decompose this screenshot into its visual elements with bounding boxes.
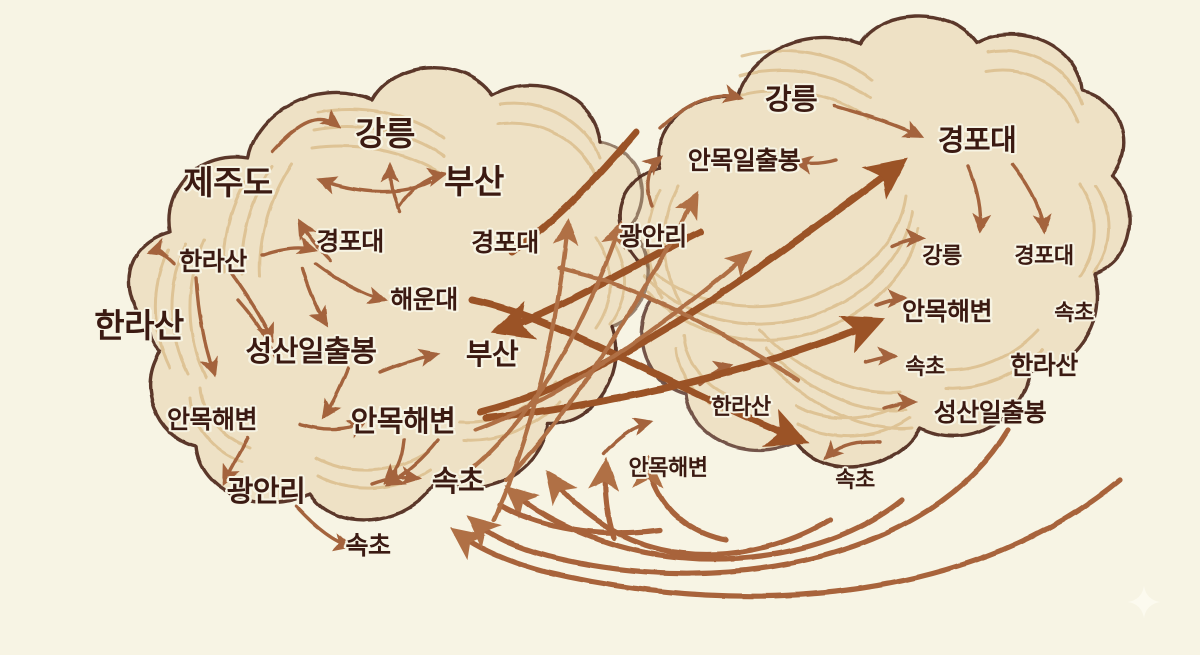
place-label-gangneung-right-top[interactable]: 강릉 <box>764 84 818 116</box>
place-label-busan-mid[interactable]: 부산 <box>465 339 519 371</box>
place-label-sokcho-left-2[interactable]: 속초 <box>345 532 391 560</box>
place-label-gyeongpodae-right-1[interactable]: 경포대 <box>937 125 1017 157</box>
place-label-gyeongpodae-left-2[interactable]: 경포대 <box>471 229 539 257</box>
cloud-shapes <box>128 15 1131 521</box>
place-label-hallasan-small[interactable]: 한라산 <box>179 248 247 276</box>
place-label-anmok-ilchulbong[interactable]: 안목일출봉 <box>687 147 801 175</box>
place-label-hallasan-center[interactable]: 한라산 <box>711 394 771 419</box>
cloud-shading <box>154 49 1110 490</box>
place-label-gangneung-right-2[interactable]: 강릉 <box>922 243 962 268</box>
place-label-hallasan-right[interactable]: 한라산 <box>1010 352 1078 380</box>
four-point-sparkle-icon <box>1128 586 1160 618</box>
place-label-gyeongpodae-right-2[interactable]: 경포대 <box>1014 243 1074 268</box>
place-label-anmok-left-1[interactable]: 안목해변 <box>166 406 258 434</box>
place-label-haeundae[interactable]: 해운대 <box>390 286 458 314</box>
place-label-gangneung-left[interactable]: 강릉 <box>355 115 415 152</box>
arrows-bottom-sweep <box>450 427 1123 599</box>
place-label-gyeongpodae-left-1[interactable]: 경포대 <box>316 228 384 256</box>
place-label-hallasan-large[interactable]: 한라산 <box>94 307 184 344</box>
place-label-sokcho-center[interactable]: 속초 <box>835 467 875 492</box>
place-label-anmok-left-2[interactable]: 안목해변 <box>350 406 456 438</box>
place-label-anmok-center[interactable]: 안목해변 <box>628 455 708 480</box>
place-label-seongsan-right[interactable]: 성산일출봉 <box>933 399 1047 427</box>
place-label-sokcho-right-1[interactable]: 속초 <box>1054 300 1094 325</box>
arrows-left-cloud <box>146 108 448 552</box>
arrows-right-cloud <box>602 84 1052 461</box>
place-label-sokcho-left-1[interactable]: 속초 <box>431 466 485 498</box>
place-label-seongsan-left[interactable]: 성산일출봉 <box>245 336 377 368</box>
place-label-busan-top[interactable]: 부산 <box>444 163 504 200</box>
place-label-jejudo[interactable]: 제주도 <box>183 164 273 201</box>
place-label-gwangalli-left[interactable]: 광안리 <box>226 476 306 508</box>
place-label-sokcho-right-2[interactable]: 속초 <box>905 354 945 379</box>
place-label-anmok-right[interactable]: 안목해변 <box>901 298 993 326</box>
arrows-long-thin <box>467 190 801 523</box>
place-label-gwangalli-right[interactable]: 광안리 <box>619 223 687 251</box>
